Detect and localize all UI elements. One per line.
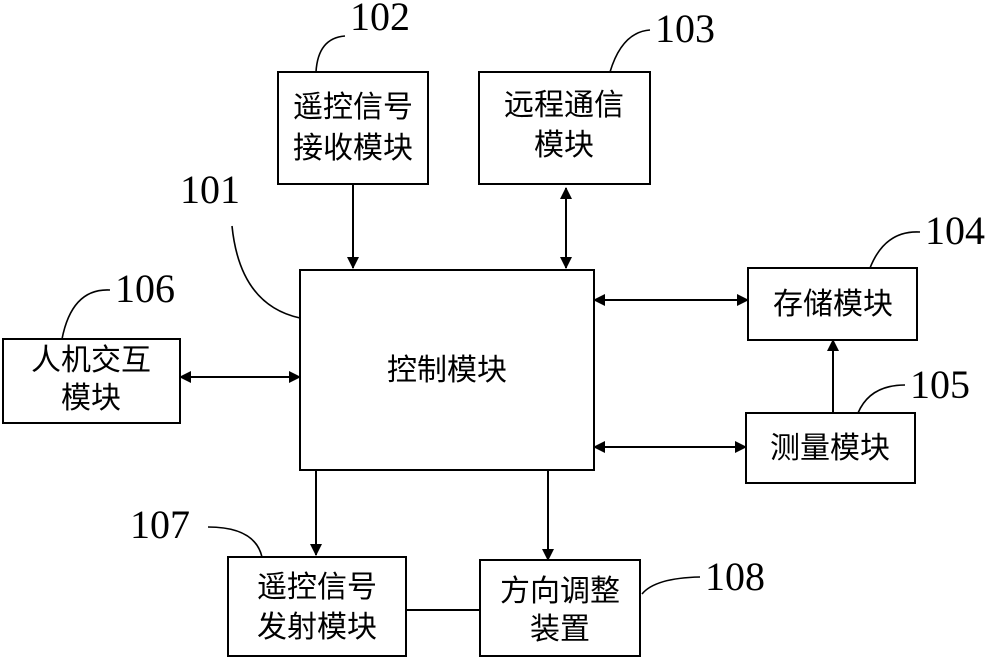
ref-107: 107 [130,502,190,547]
remote-comm-module-box [478,71,651,185]
ref-102: 102 [350,0,410,39]
ref-101: 101 [180,167,240,212]
storage-module-label: 存储模块 [773,287,893,322]
hmi-label-line2: 模块 [61,381,121,416]
leader-104 [869,231,921,269]
remote-tx-module-box [227,556,407,657]
leader-102 [315,35,346,73]
control-module-box [299,269,595,471]
remote-rx-label-line2: 接收模块 [293,131,413,166]
leader-105 [857,384,906,414]
ref-105: 105 [910,362,970,407]
control-module-label: 控制模块 [387,353,507,388]
remote-comm-label-line2: 模块 [534,128,594,163]
leader-107 [207,526,263,558]
remote-rx-label-line1: 遥控信号 [293,90,413,125]
ref-108: 108 [705,554,765,599]
storage-module-box [747,267,918,341]
measure-module-box [745,412,916,484]
measure-module-label: 测量模块 [770,431,890,466]
leader-101 [231,225,301,319]
leader-108 [641,576,701,595]
remote-rx-module-box [277,71,429,185]
remote-tx-label-line1: 遥控信号 [257,570,377,605]
leader-103 [609,29,651,73]
remote-tx-label-line2: 发射模块 [257,610,377,645]
hmi-module-box [2,338,181,424]
direction-device-box [479,559,641,657]
direction-label-line1: 方向调整 [500,574,620,609]
ref-104: 104 [925,208,985,253]
ref-106: 106 [115,266,175,311]
remote-comm-label-line1: 远程通信 [504,88,624,123]
ref-103: 103 [655,6,715,51]
hmi-label-line1: 人机交互 [31,343,151,378]
leader-106 [61,289,111,340]
direction-label-line2: 装置 [530,612,590,647]
